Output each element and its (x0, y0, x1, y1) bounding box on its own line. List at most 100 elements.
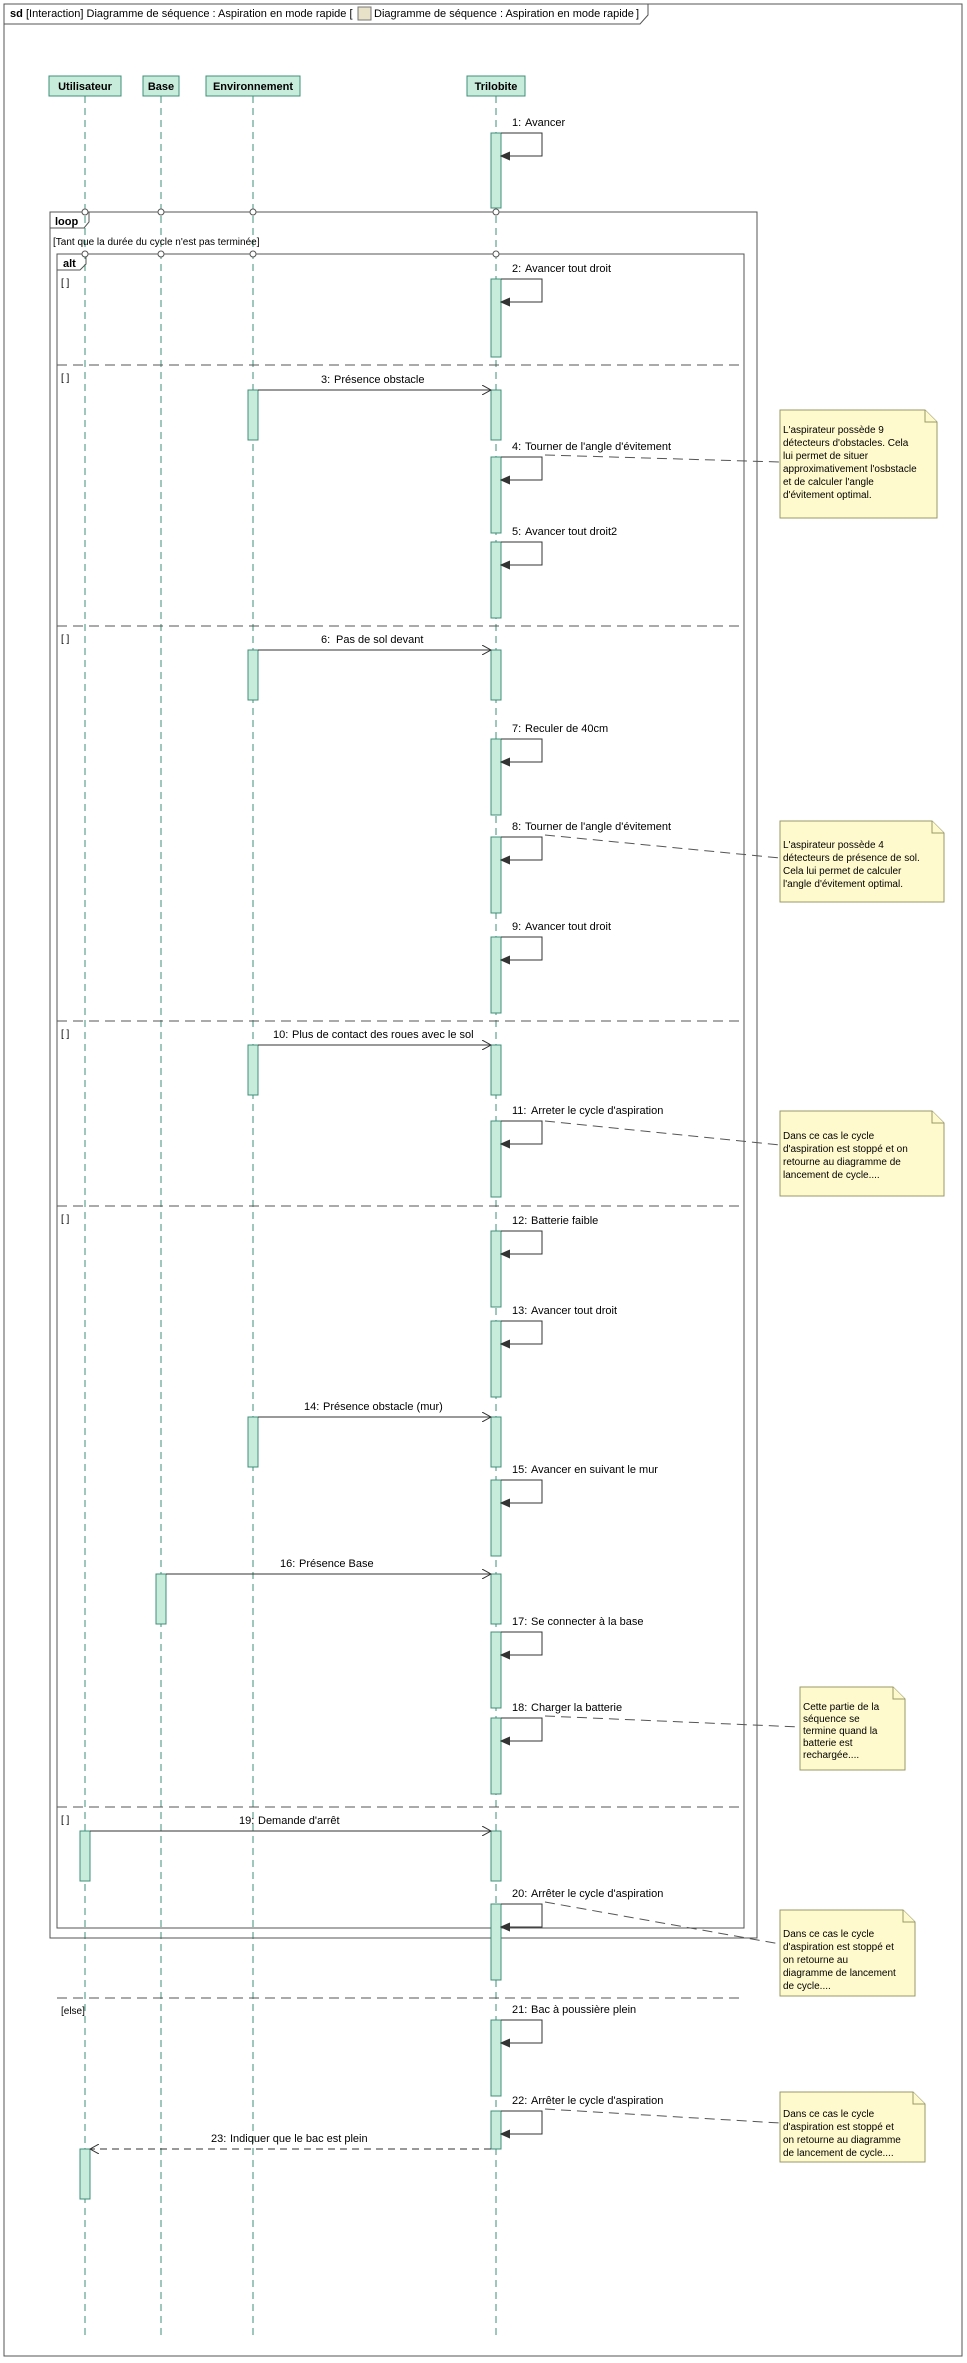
message-label: Batterie faible (531, 1215, 598, 1227)
self-message-arrow (501, 1320, 543, 1344)
lifeline-label: Base (148, 81, 174, 93)
alt-guard: [ ] (61, 1815, 70, 1826)
alt-guard: [ ] (61, 1214, 70, 1225)
message-number: 15: (512, 1464, 527, 1476)
message-number: 9: (512, 921, 521, 933)
note-line: Dans ce cas le cycle (783, 1131, 875, 1142)
note-line: d'aspiration est stoppé et on (783, 1144, 908, 1155)
note-line: de lancement de cycle.... (783, 2148, 894, 2159)
lifeline-label: Environnement (213, 81, 293, 93)
note-box: L'aspirateur possède 9 détecteurs d'obst… (779, 409, 938, 519)
note-line: de cycle.... (783, 1981, 831, 1992)
note-line: d'aspiration est stoppé et (783, 1942, 894, 1953)
note-line: rechargée.... (803, 1750, 859, 1761)
note-box: Dans ce cas le cycle d'aspiration est st… (779, 1909, 916, 1997)
lifeline-base: Base (142, 75, 180, 97)
note-line: batterie est (803, 1738, 853, 1749)
loop-fragment: loop [Tant que la durée du cycle n'est p… (49, 211, 758, 1939)
self-message-arrow (501, 1903, 543, 1927)
self-message-arrow (501, 541, 543, 565)
message-number: 5: (512, 526, 521, 538)
message-label: Arrêter le cycle d'aspiration (531, 2095, 663, 2107)
activation-bar (490, 1573, 502, 1625)
lifeline-label: Trilobite (475, 81, 518, 93)
activation-bar (247, 1416, 259, 1468)
self-message-arrow (501, 738, 543, 762)
messages: 1: Avancer 2: Avancer tout droit 3: Prés… (90, 117, 671, 2149)
message-label: Indiquer que le bac est plein (230, 2133, 368, 2145)
activation-bar (490, 1120, 502, 1198)
self-message-arrow (501, 278, 543, 302)
self-message-arrow (501, 2110, 543, 2134)
lifeline-label: Utilisateur (58, 81, 113, 93)
alt-guard: [ ] (61, 1029, 70, 1040)
note-line: lui permet de situer (783, 451, 869, 462)
note-line: Cette partie de la (803, 1702, 880, 1713)
message-label: Demande d'arrêt (258, 1815, 340, 1827)
message-label: Avancer tout droit2 (525, 526, 617, 538)
note-line: Cela lui permet de calculer (783, 866, 902, 877)
message-number: 3: (321, 374, 330, 386)
alt-guard: [else] (61, 2006, 85, 2017)
fragment-gates (81, 208, 500, 258)
self-message-arrow (501, 132, 543, 156)
note-line: lancement de cycle.... (783, 1170, 880, 1181)
note-box: Dans ce cas le cycle d'aspiration est st… (779, 2091, 926, 2163)
self-message-arrow (501, 836, 543, 860)
message-label: Reculer de 40cm (525, 723, 608, 735)
message-label: Avancer tout droit (525, 263, 611, 275)
lifeline-trilobite: Trilobite (466, 75, 526, 97)
notes: L'aspirateur possède 9 détecteurs d'obst… (544, 409, 945, 2163)
note-line: d'évitement optimal. (783, 490, 872, 501)
interaction-frame: sd [Interaction] Diagramme de séquence :… (3, 3, 963, 2357)
alt-keyword: alt (63, 258, 76, 270)
note-line: et de calculer l'angle (783, 477, 874, 488)
frame-link[interactable]: Diagramme de séquence : Aspiration en mo… (374, 8, 634, 20)
activation-bar (490, 1631, 502, 1709)
activation-bar (490, 278, 502, 358)
note-line: séquence se (803, 1714, 860, 1725)
message-number: 6: (321, 634, 330, 646)
message-label: Arrêter le cycle d'aspiration (531, 1888, 663, 1900)
message-label: Tourner de l'angle d'évitement (525, 441, 671, 453)
note-line: d'aspiration est stoppé et (783, 2122, 894, 2133)
message-number: 1: (512, 117, 521, 129)
message-number: 19: (239, 1815, 254, 1827)
message-number: 4: (512, 441, 521, 453)
alt-fragment: alt [ ] [ ] [ ] [ ] [ ] [ ] [else] (56, 253, 745, 2017)
message-number: 14: (304, 1401, 319, 1413)
self-message-arrow (501, 936, 543, 960)
note-line: Dans ce cas le cycle (783, 1929, 875, 1940)
note-line: diagramme de lancement (783, 1968, 896, 1979)
activation-bar (490, 738, 502, 816)
note-line: Dans ce cas le cycle (783, 2109, 875, 2120)
message-number: 7: (512, 723, 521, 735)
activation-bar (490, 2110, 502, 2150)
note-line: L'aspirateur possède 4 (783, 840, 884, 851)
alt-guard: [ ] (61, 634, 70, 645)
note-line: l'angle d'évitement optimal. (783, 879, 903, 890)
activation-bar (490, 1903, 502, 1981)
note-line: L'aspirateur possède 9 (783, 425, 884, 436)
message-label: Avancer tout droit (525, 921, 611, 933)
message-number: 22: (512, 2095, 527, 2107)
note-line: on retourne au diagramme (783, 2135, 901, 2146)
message-label: Bac à poussière plein (531, 2004, 636, 2016)
activation-bar (79, 1830, 91, 1882)
activation-bar (490, 649, 502, 701)
message-number: 16: (280, 1558, 295, 1570)
activation-bar (247, 649, 259, 701)
activation-bar (490, 1044, 502, 1096)
activation-bar (490, 1416, 502, 1468)
frame-keyword: sd (10, 8, 23, 20)
activation-bar (490, 2019, 502, 2097)
alt-guard: [ ] (61, 278, 70, 289)
alt-guard: [ ] (61, 373, 70, 384)
message-number: 17: (512, 1616, 527, 1628)
activation-bar (490, 132, 502, 209)
self-message-arrow (501, 1230, 543, 1254)
message-number: 10: (273, 1029, 288, 1041)
message-label: Avancer (525, 117, 565, 129)
message-label: Pas de sol devant (336, 634, 423, 646)
